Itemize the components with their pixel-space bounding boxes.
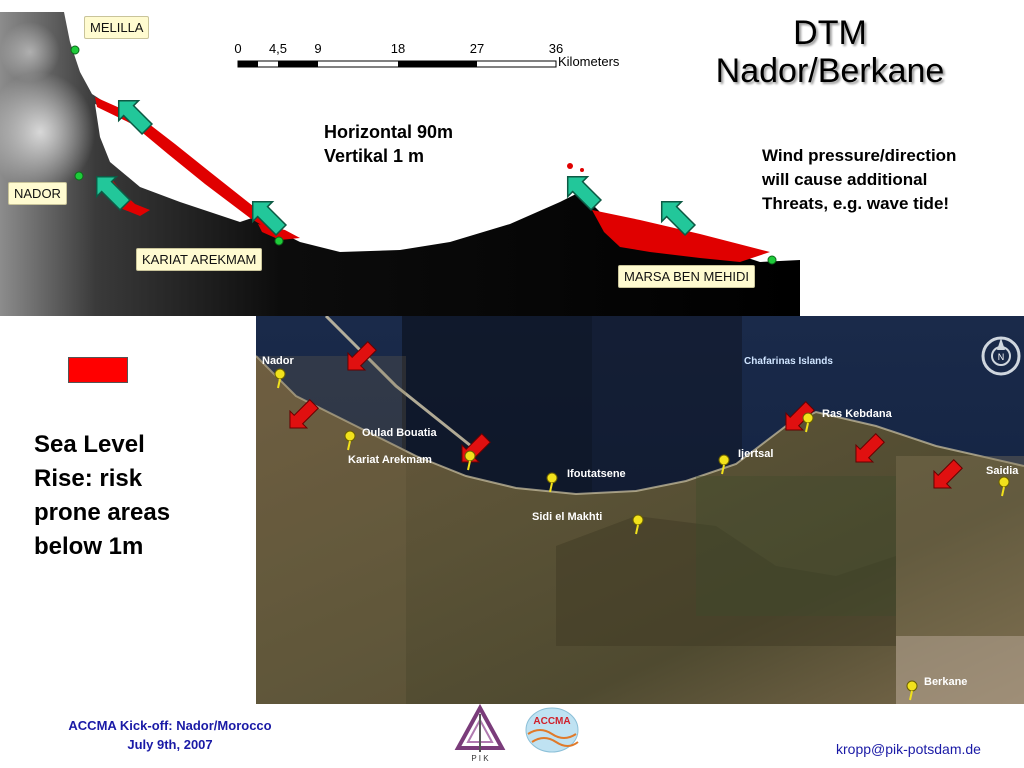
sat-label-ifoutatsene: Ifoutatsene <box>567 468 626 480</box>
pin-icon[interactable] <box>998 476 1010 497</box>
legend-red-swatch <box>68 357 128 383</box>
scale-unit: Kilometers <box>558 54 620 69</box>
dtm-lagoon <box>95 104 255 222</box>
accma-logo: ACCMA <box>525 707 579 753</box>
scale-tick: 27 <box>470 41 484 56</box>
sat-arrow-icon <box>289 399 319 429</box>
sat-label-ras: Ras Kebdana <box>822 408 893 420</box>
dtm-mountain-nador <box>0 72 95 192</box>
sat-label-ijertsal: Ijertsal <box>738 448 773 460</box>
dtm-label-melilla: MELILLA <box>84 16 150 39</box>
pin-icon[interactable] <box>464 450 476 471</box>
svg-text:N: N <box>998 352 1005 362</box>
compass-icon[interactable]: N <box>981 336 1021 376</box>
pin-icon[interactable] <box>344 430 356 451</box>
title-line-2: Nador/Berkane <box>715 52 945 90</box>
dtm-land <box>0 12 800 316</box>
sat-arrow-icon <box>347 341 377 371</box>
pik-logo: P I K <box>454 704 506 763</box>
footer-email[interactable]: kropp@pik-potsdam.de <box>836 741 981 757</box>
dtm-arrow-icon <box>660 200 697 237</box>
dtm-label-marsa: MARSA BEN MEHIDI <box>618 265 755 288</box>
dtm-arrow-icon <box>251 200 288 237</box>
scale-tick: 4,5 <box>269 41 287 56</box>
scale-bar: 0 4,5 9 18 27 36 Kilometers <box>234 41 620 69</box>
dtm-label-nador: NADOR <box>8 182 67 205</box>
pin-icon[interactable] <box>802 412 814 433</box>
sat-label-chafarinas: Chafarinas Islands <box>744 356 833 367</box>
legend-line-3: prone areas <box>34 499 171 526</box>
sat-label-sidi: Sidi el Makhti <box>532 511 602 523</box>
pik-logo-text: P I K <box>471 754 489 763</box>
scale-tick: 18 <box>391 41 405 56</box>
sat-label-nador: Nador <box>262 355 295 367</box>
footer-event: ACCMA Kick-off: Nador/Morocco July 9th, … <box>30 716 310 754</box>
sat-label-saidia: Saidia <box>986 465 1019 477</box>
footer-event-line-2: July 9th, 2007 <box>127 737 213 752</box>
pin-icon[interactable] <box>632 514 644 535</box>
sat-pins <box>274 368 1010 701</box>
sat-arrow-icon <box>933 459 963 489</box>
dtm-location-dots <box>70 45 777 265</box>
dtm-mountain-melilla <box>0 22 60 82</box>
resolution-horizontal: Horizontal 90m <box>324 122 454 142</box>
accma-logo-text: ACCMA <box>533 716 570 727</box>
satellite-map: N Nador Chafarinas <box>256 316 1024 704</box>
wind-line-2: will cause additional <box>762 170 928 189</box>
dtm-label-kariat: KARIAT AREKMAM <box>136 248 263 271</box>
sat-label-berkane: Berkane <box>924 676 967 688</box>
pin-icon[interactable] <box>546 472 558 493</box>
wind-line-1: Wind pressure/direction <box>762 146 957 165</box>
wind-line-3: Threats, e.g. wave tide! <box>762 194 950 213</box>
sat-arrow-icon <box>785 401 815 431</box>
scale-tick: 9 <box>314 41 321 56</box>
sat-label-kariat: Kariat Arekmam <box>348 454 432 466</box>
resolution-note: Horizontal 90m Vertikal 1 m <box>324 120 453 168</box>
legend-line-4: below 1m <box>34 533 144 560</box>
pin-icon[interactable] <box>274 368 286 389</box>
title-line-1: DTM <box>793 14 867 52</box>
sat-arrow-icon <box>855 433 885 463</box>
dtm-arrows <box>95 99 697 237</box>
footer-event-line-1: ACCMA Kick-off: Nador/Morocco <box>68 718 272 733</box>
dtm-arrow-icon <box>566 175 603 212</box>
wind-note: Wind pressure/direction will cause addit… <box>762 144 1012 216</box>
slide-title: DTM Nador/Berkane <box>680 14 980 90</box>
legend-text: Sea Level Rise: risk prone areas below 1… <box>34 428 234 564</box>
pin-icon[interactable] <box>718 454 730 475</box>
scale-tick: 36 <box>549 41 563 56</box>
pin-icon[interactable] <box>906 680 918 701</box>
dtm-arrow-icon <box>117 99 154 136</box>
scale-tick: 0 <box>234 41 241 56</box>
dtm-elevation-map: 0 4,5 9 18 27 36 Kilometers <box>0 12 800 316</box>
legend-line-1: Sea Level <box>34 431 145 458</box>
legend-line-2: Rise: risk <box>34 465 143 492</box>
resolution-vertical: Vertikal 1 m <box>324 146 425 166</box>
dtm-arrow-icon <box>95 175 132 212</box>
sat-label-oulad: Oulad Bouatia <box>362 427 437 439</box>
